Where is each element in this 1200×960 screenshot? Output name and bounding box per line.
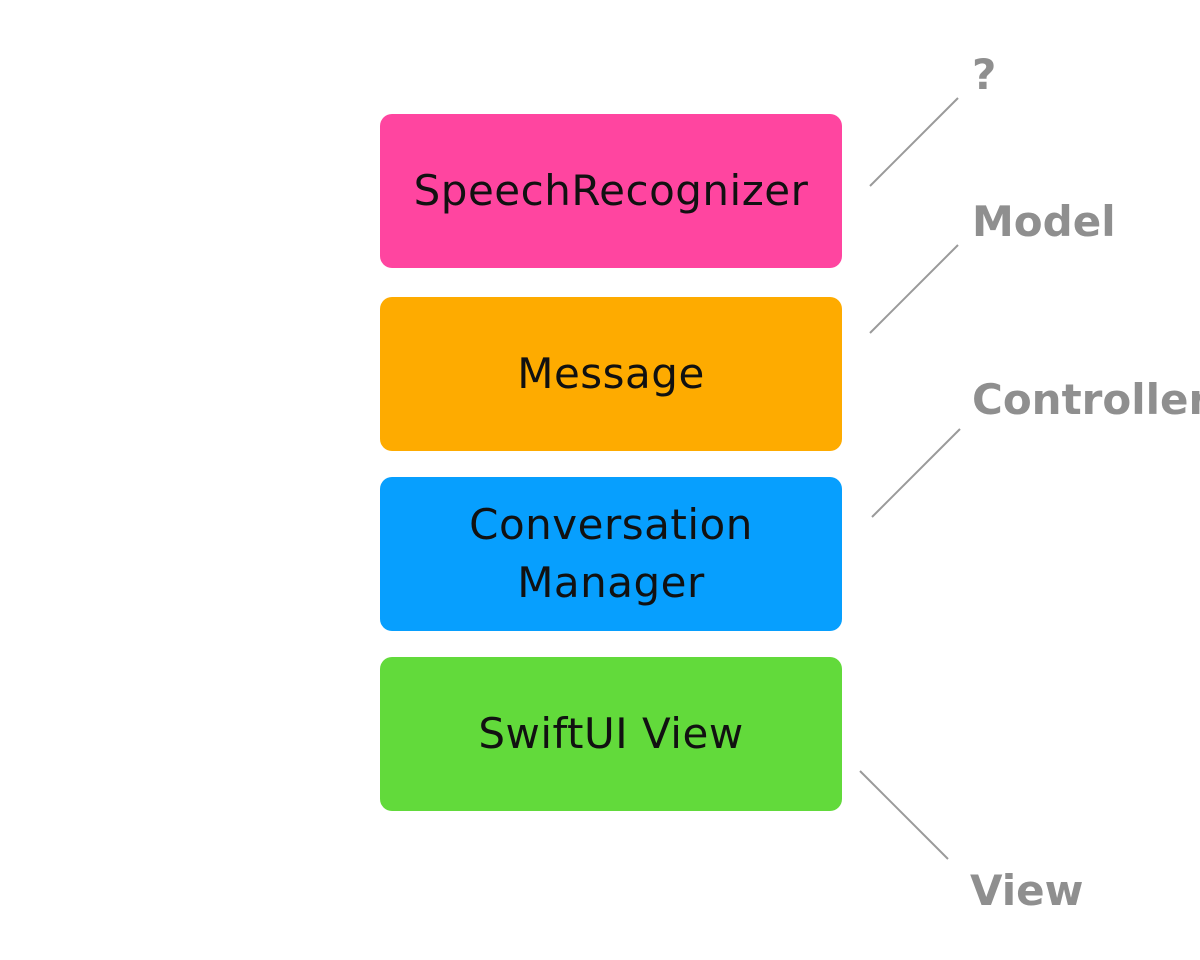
connector-conversation-to-controller (871, 428, 961, 518)
view-role-label: View (970, 866, 1084, 915)
message-label: Message (517, 349, 705, 398)
conversation-manager-block: Conversation Manager (380, 477, 842, 631)
model-role-label: Model (972, 197, 1116, 246)
connector-speech-to-unknown (869, 97, 959, 187)
speech-recognizer-block: SpeechRecognizer (380, 114, 842, 268)
controller-role-label: Controller (972, 375, 1200, 424)
conversation-manager-label: Conversation Manager (469, 500, 753, 607)
connector-swiftui-to-view (859, 770, 949, 860)
connector-message-to-model (869, 244, 959, 334)
unknown-role-label: ? (972, 50, 997, 99)
message-block: Message (380, 297, 842, 451)
speech-recognizer-label: SpeechRecognizer (413, 166, 809, 215)
swiftui-view-label: SwiftUI View (478, 709, 744, 758)
swiftui-view-block: SwiftUI View (380, 657, 842, 811)
